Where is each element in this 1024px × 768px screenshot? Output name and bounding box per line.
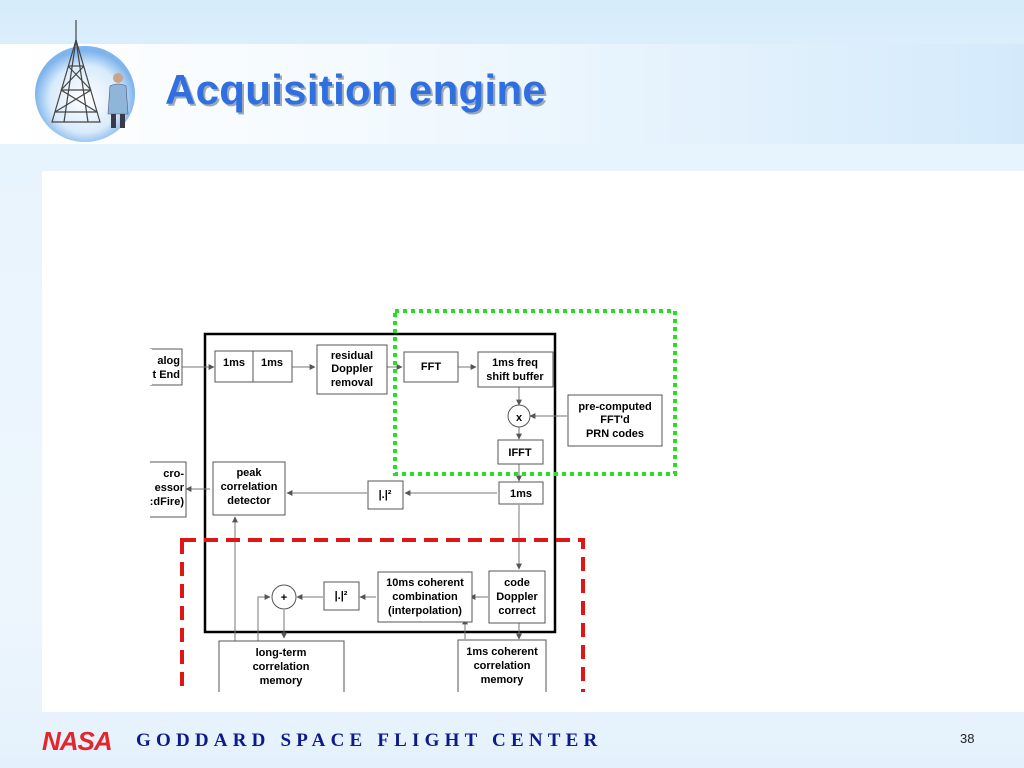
engine-boundary xyxy=(203,332,557,634)
magnitude-label-b: |.|² xyxy=(335,590,348,602)
peak-detector-label-3: detector xyxy=(227,495,271,507)
peak-detector-box xyxy=(212,461,286,516)
freq-shift-buffer-box xyxy=(477,351,554,388)
long-term-memory-label-2: correlation xyxy=(253,661,310,673)
buffer-box-c xyxy=(498,481,544,505)
freq-shift-buffer-label-2: shift buffer xyxy=(486,371,544,383)
buffer-box-b xyxy=(252,350,293,383)
long-term-memory-label-3: memory xyxy=(260,675,304,687)
code-doppler-label-2: Doppler xyxy=(496,591,538,603)
microprocessor-label-3: :dFire) xyxy=(150,496,185,508)
residual-doppler-box xyxy=(316,344,388,395)
magnitude-box-b xyxy=(323,581,360,611)
summing-node-icon xyxy=(271,584,297,610)
code-doppler-box xyxy=(488,570,546,624)
center-name: GODDARD SPACE FLIGHT CENTER xyxy=(136,730,603,751)
coherent-combination-label-2: combination xyxy=(392,591,458,603)
buffer-label-a: 1ms xyxy=(223,357,245,369)
code-doppler-label-3: correct xyxy=(498,605,536,617)
coherent-memory-box xyxy=(457,639,547,701)
freq-shift-buffer-label-1: 1ms freq xyxy=(492,357,538,369)
prn-codes-label-2: FFT'd xyxy=(600,414,630,426)
magnitude-box-a xyxy=(367,480,404,510)
fft-correlation-region xyxy=(393,309,677,476)
buffer-box-a xyxy=(214,350,254,383)
coherent-memory-label-1: 1ms coherent xyxy=(466,646,538,658)
peak-detector-label-1: peak xyxy=(236,467,262,479)
header-band xyxy=(0,44,1024,144)
rocket-launch-tower-icon xyxy=(35,20,135,142)
peak-detector-label-2: correlation xyxy=(221,481,278,493)
buffer-label-c: 1ms xyxy=(510,488,532,500)
nasa-logo-text: NASA xyxy=(42,728,112,754)
prn-codes-label-3: PRN codes xyxy=(586,428,644,440)
prn-codes-box xyxy=(567,394,663,447)
residual-doppler-label-3: removal xyxy=(331,377,373,389)
long-term-memory-label-1: long-term xyxy=(256,647,307,659)
magnitude-label-a: |.|² xyxy=(379,489,392,501)
long-term-memory-box xyxy=(218,640,345,702)
microprocessor-label-2: essor xyxy=(155,482,185,494)
integration-region xyxy=(180,538,585,712)
residual-doppler-label-1: residual xyxy=(331,350,373,362)
ifft-label: IFFT xyxy=(508,447,531,459)
code-doppler-label-1: code xyxy=(504,577,530,589)
fft-label: FFT xyxy=(421,361,441,373)
analog-front-end-label-2: t End xyxy=(153,369,181,381)
microprocessor-label-1: cro- xyxy=(163,468,184,480)
prn-codes-label-1: pre-computed xyxy=(578,401,651,413)
coherent-memory-label-2: correlation xyxy=(474,660,531,672)
fft-box xyxy=(403,351,459,383)
page-number: 38 xyxy=(960,731,975,746)
coherent-combination-box xyxy=(377,571,473,623)
acquisition-engine-diagram: alog t End 1ms 1ms residual Doppler remo… xyxy=(42,309,1024,712)
ifft-box xyxy=(497,439,544,465)
buffer-label-b: 1ms xyxy=(261,357,283,369)
adder-label: + xyxy=(281,592,287,604)
slide-title: Acquisition engine xyxy=(165,66,547,113)
coherent-combination-label-3: (interpolation) xyxy=(388,605,462,617)
multiplier-label: x xyxy=(516,412,523,424)
multiply-node-icon xyxy=(507,404,531,428)
nasa-logo: NASA xyxy=(42,728,113,754)
residual-doppler-label-2: Doppler xyxy=(331,363,373,375)
coherent-combination-label-1: 10ms coherent xyxy=(386,577,464,589)
analog-front-end-label-1: alog xyxy=(157,355,180,367)
coherent-memory-label-3: memory xyxy=(481,674,525,686)
